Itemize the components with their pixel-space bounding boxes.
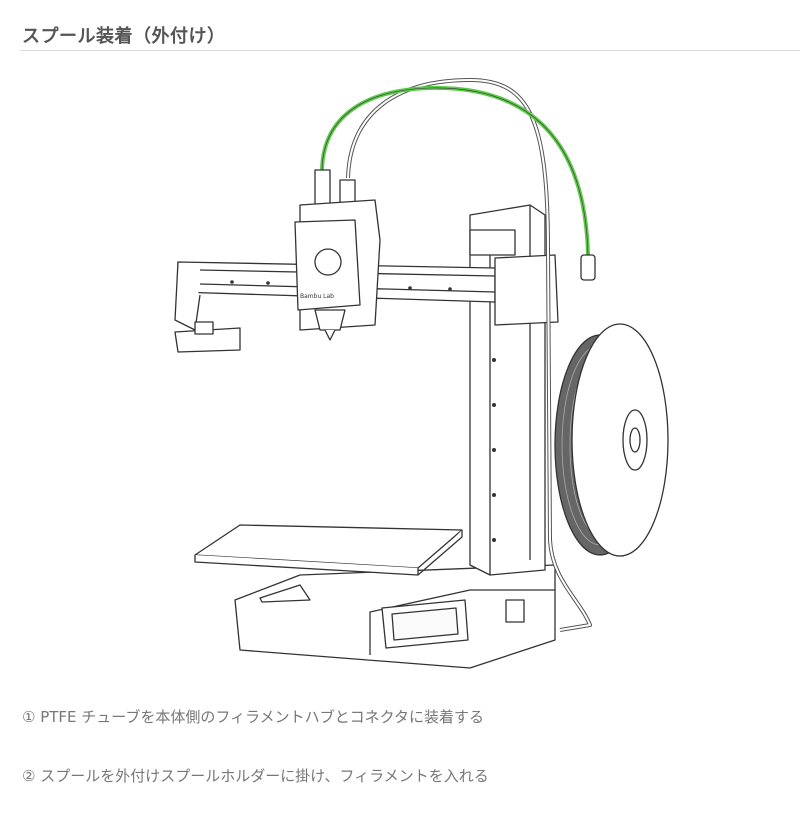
filament-spool [554, 323, 669, 557]
title-divider [20, 50, 800, 51]
step-1-text: ① PTFE チューブを本体側のフィラメントハブとコネクタに装着する [22, 708, 485, 726]
svg-text:Bambu Lab: Bambu Lab [300, 293, 334, 300]
toolhead: Bambu Lab [294, 169, 381, 341]
printer-screen [381, 599, 525, 649]
print-bed [194, 524, 463, 576]
camera-module [174, 321, 241, 353]
step-2-text: ② スプールを外付けスプールホルダーに掛け、フィラメントを入れる [22, 767, 489, 785]
printer-illustration: Bambu Lab [174, 78, 669, 669]
section-title: スプール装着（外付け） [22, 26, 226, 47]
